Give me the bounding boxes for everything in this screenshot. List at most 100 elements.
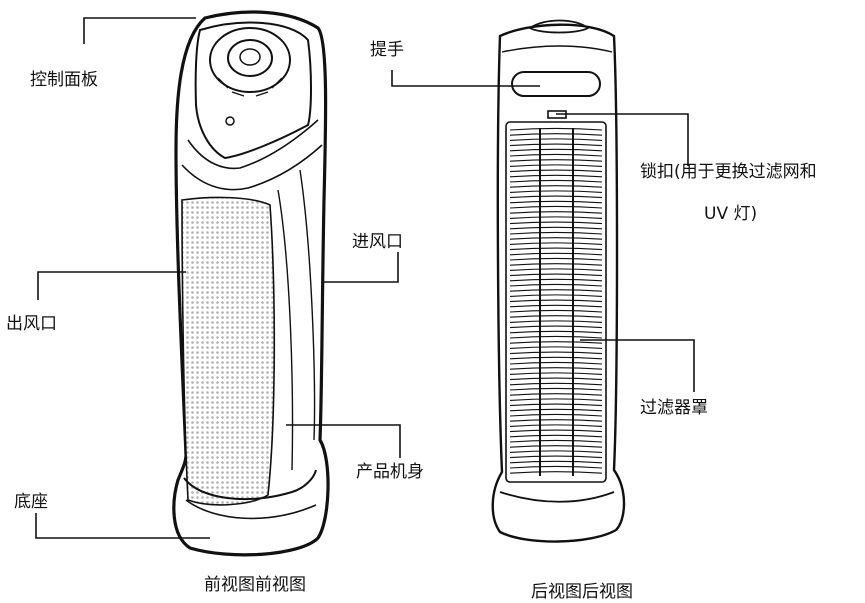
- grille-slat: [509, 460, 603, 464]
- filter-grille: [509, 127, 603, 476]
- grille-slat: [509, 335, 603, 339]
- grille-slat: [509, 372, 603, 375]
- grille-slat: [509, 221, 603, 225]
- leader-handle: [391, 70, 540, 87]
- front-head-rim-2: [181, 144, 323, 191]
- grille-slat: [509, 356, 603, 360]
- rear-body-outline: [491, 23, 626, 543]
- rear-shoulder: [501, 45, 613, 53]
- control-dial-inner: [227, 39, 273, 77]
- label-filter-cover: 过滤器罩: [640, 398, 708, 418]
- grille-slat: [509, 341, 603, 344]
- label-handle: 提手: [370, 40, 404, 60]
- label-lock-line1: 锁扣(用于更换过滤网和: [640, 162, 817, 182]
- grille-slat: [509, 211, 603, 214]
- leader-lock: [556, 113, 689, 166]
- grille-slat: [509, 185, 603, 188]
- label-control-panel: 控制面板: [30, 70, 98, 90]
- grille-slat: [509, 148, 603, 152]
- body-side-line: [277, 189, 294, 471]
- grille-slat: [509, 252, 603, 256]
- grille-slat: [509, 242, 603, 245]
- front-base-lower: [185, 499, 317, 520]
- grille-slat: [509, 413, 603, 417]
- grille-slat: [509, 299, 603, 303]
- grille-slat: [509, 465, 603, 469]
- grille-slat: [509, 325, 603, 329]
- grille-slat: [509, 127, 603, 131]
- grille-slat: [509, 304, 603, 308]
- grille-slat: [509, 216, 603, 219]
- grille-slat: [509, 263, 603, 266]
- grille-slat: [509, 450, 603, 453]
- grille-slat: [509, 424, 603, 427]
- grille-slat: [509, 434, 603, 438]
- label-product-body: 产品机身: [356, 462, 424, 482]
- leader-air-outlet: [37, 271, 186, 300]
- label-base: 底座: [14, 492, 48, 512]
- grille-slat: [509, 377, 603, 381]
- caption-front-view: 前视图前视图: [204, 575, 306, 595]
- grille-slat: [509, 195, 603, 199]
- grille-slat: [509, 419, 603, 422]
- front-head: [194, 21, 312, 160]
- grille-slat: [509, 320, 603, 323]
- grille-slat: [509, 382, 603, 386]
- grille-slat: [509, 237, 603, 240]
- grille-slat: [509, 247, 603, 251]
- grille-slat: [509, 179, 603, 183]
- leader-air-inlet: [322, 252, 399, 283]
- rear-handle: [511, 71, 601, 97]
- label-air-inlet: 进风口: [352, 232, 403, 252]
- grille-slat: [509, 278, 603, 282]
- grille-slat: [509, 273, 603, 277]
- grille-slat: [509, 138, 603, 141]
- label-lock-line2: UV 灯): [704, 204, 758, 224]
- grille-slat: [509, 153, 603, 157]
- grille-slat: [509, 361, 603, 365]
- grille-slat: [509, 231, 603, 235]
- control-dial-center: [239, 48, 261, 66]
- front-purifier: [172, 10, 330, 557]
- grille-slat: [509, 226, 603, 230]
- grille-slat: [509, 351, 603, 355]
- grille-slat: [509, 309, 603, 313]
- rear-purifier: [491, 19, 626, 543]
- grille-slat: [509, 346, 603, 349]
- leader-base: [35, 513, 210, 539]
- grille-slat: [509, 205, 603, 209]
- grille-slat: [509, 200, 603, 204]
- leader-filter-cover: [580, 339, 695, 392]
- front-head-rim: [187, 119, 319, 170]
- leader-lines: [35, 17, 695, 539]
- rear-top-dome: [528, 19, 590, 34]
- grille-slat: [509, 289, 603, 292]
- rear-base: [499, 491, 615, 503]
- grille-slat: [509, 315, 603, 318]
- leader-control-panel: [83, 17, 196, 44]
- grille-slat: [509, 403, 603, 407]
- grille-slat: [509, 164, 603, 167]
- grille-slat: [509, 367, 603, 370]
- grille-slat: [509, 143, 603, 147]
- grille-slat: [509, 257, 603, 261]
- outlet-mesh: [181, 196, 276, 506]
- grille-slat: [509, 159, 603, 162]
- grille-slat: [509, 439, 603, 443]
- grille-slat: [509, 455, 603, 459]
- grille-slat: [509, 283, 603, 287]
- control-dial-outer: [209, 27, 291, 93]
- grille-slat: [509, 190, 603, 193]
- grille-slat: [509, 330, 603, 334]
- grille-slat: [509, 471, 603, 474]
- grille-slat: [509, 133, 603, 136]
- control-buttons: [217, 77, 283, 97]
- grille-slat: [509, 174, 603, 178]
- label-air-outlet: 出风口: [6, 314, 57, 334]
- grille-slat: [509, 169, 603, 173]
- grille-slat: [509, 408, 603, 412]
- indicator-light: [225, 116, 235, 126]
- front-base: [183, 469, 317, 501]
- grille-slat: [509, 268, 603, 271]
